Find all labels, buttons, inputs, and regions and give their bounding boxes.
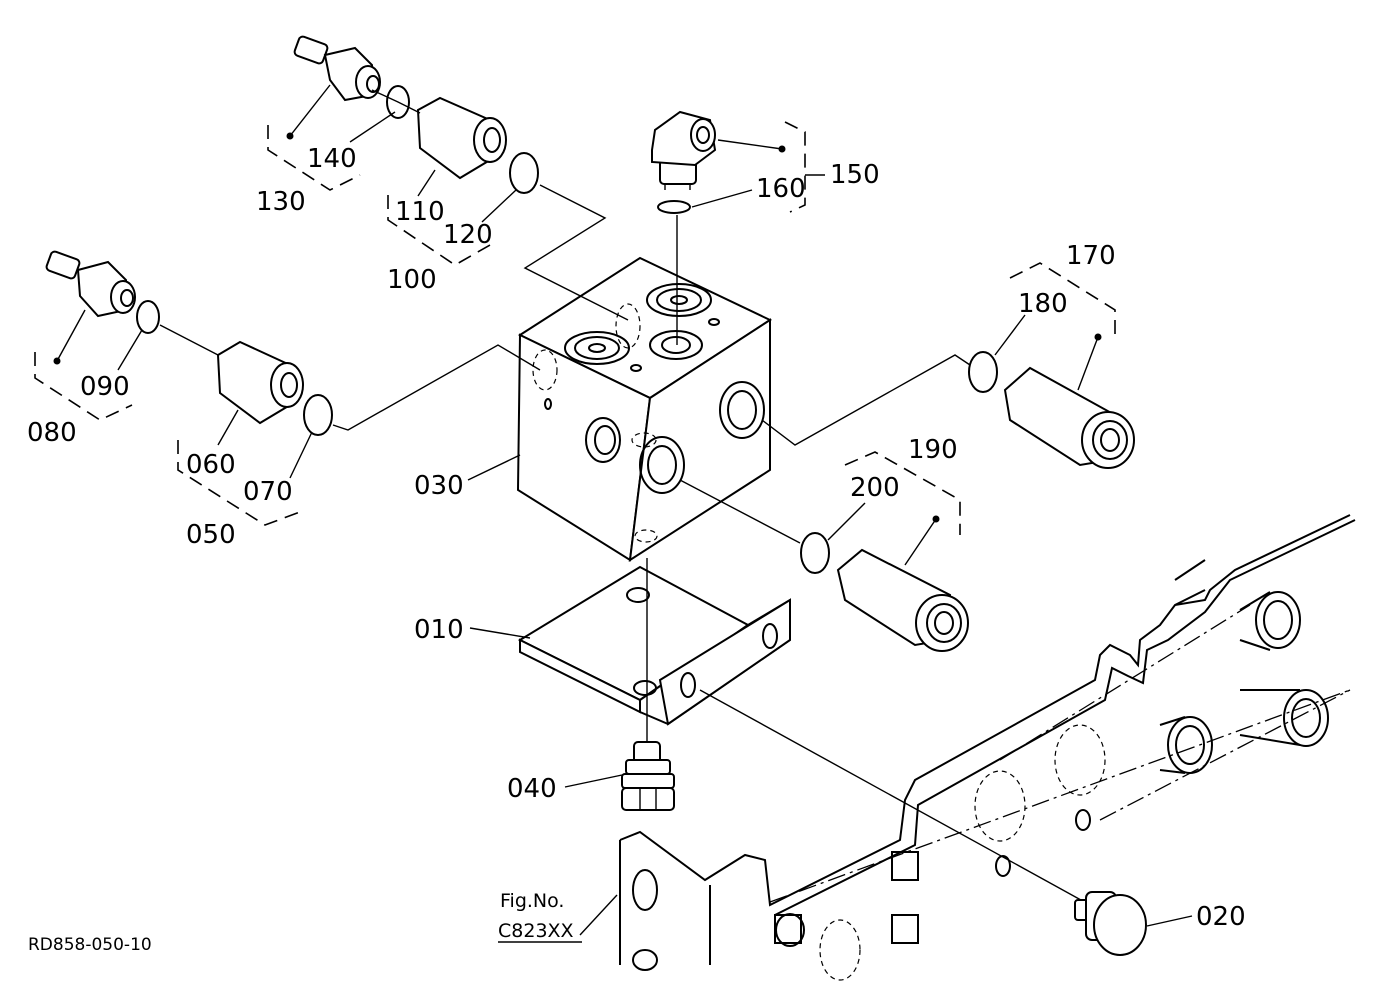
label-200: 200: [850, 473, 900, 503]
group-bracket-080: [34, 352, 133, 421]
label-140: 140: [307, 144, 357, 174]
label-060: 060: [186, 450, 236, 480]
adapter-110[interactable]: [416, 96, 507, 180]
o-ring-200[interactable]: [800, 532, 830, 574]
drawing-code: RD858-050-10: [28, 935, 152, 955]
elbow-fitting-150[interactable]: [651, 110, 717, 190]
o-ring-160[interactable]: [657, 200, 691, 214]
label-030: 030: [414, 471, 464, 501]
label-110: 110: [395, 197, 445, 227]
plug-170[interactable]: [1003, 366, 1135, 469]
sensor-130[interactable]: [293, 35, 381, 102]
bolt-040[interactable]: [621, 741, 675, 811]
label-150: 150: [830, 160, 880, 190]
group-bracket-150: [784, 121, 806, 213]
label-010: 010: [414, 615, 464, 645]
label-090: 090: [80, 372, 130, 402]
label-050: 050: [186, 520, 236, 550]
bolt-020[interactable]: [1074, 891, 1147, 956]
o-ring-120[interactable]: [509, 152, 539, 194]
leader-lines: [53, 84, 1193, 936]
label-080: 080: [27, 418, 77, 448]
label-020: 020: [1196, 902, 1246, 932]
label-120: 120: [443, 220, 493, 250]
label-170: 170: [1066, 241, 1116, 271]
o-ring-090[interactable]: [136, 300, 160, 334]
group-bracket-130: [267, 125, 361, 191]
label-190: 190: [908, 435, 958, 465]
group-bracket-100: [387, 195, 491, 266]
figure-ref-line1: Fig.No.: [500, 890, 564, 912]
plug-190[interactable]: [836, 548, 969, 652]
label-130: 130: [256, 187, 306, 217]
o-ring-070[interactable]: [303, 394, 333, 436]
sensor-080[interactable]: [45, 250, 136, 318]
label-100: 100: [387, 265, 437, 295]
label-070: 070: [243, 477, 293, 507]
bracket-010[interactable]: [517, 565, 791, 726]
valve-block-030[interactable]: [516, 256, 773, 562]
label-160: 160: [756, 174, 806, 204]
adapter-060[interactable]: [216, 340, 304, 425]
mounting-frame: [619, 514, 1356, 981]
o-ring-180[interactable]: [968, 351, 998, 393]
group-bracket-170: [1009, 262, 1116, 340]
label-180: 180: [1018, 289, 1068, 319]
label-040: 040: [507, 774, 557, 804]
figure-ref-line2: C823XX: [498, 920, 574, 942]
